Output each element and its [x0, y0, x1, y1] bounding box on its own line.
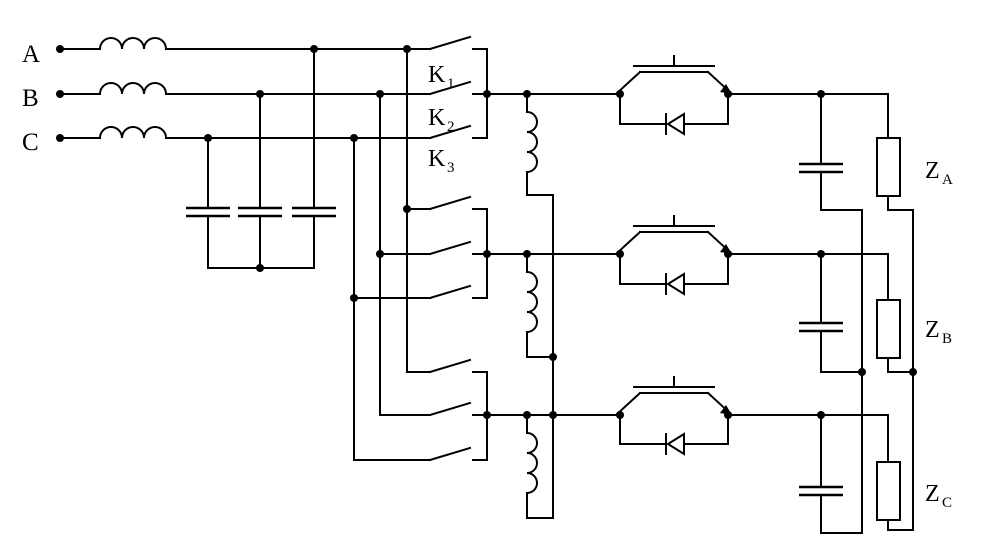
svg-text:Z: Z: [925, 158, 940, 184]
load-label-zc: Z C: [925, 481, 952, 511]
svg-text:B: B: [942, 331, 952, 347]
branch-1: [486, 55, 914, 534]
svg-text:Z: Z: [925, 481, 940, 507]
switch-group-3: [353, 358, 491, 462]
svg-text:K: K: [428, 62, 446, 88]
svg-text:3: 3: [447, 160, 455, 176]
load-label-za: Z A: [925, 158, 953, 188]
svg-text:C: C: [942, 495, 952, 511]
svg-text:2: 2: [447, 119, 455, 135]
switch-label-k3: K 3: [428, 146, 455, 176]
switch-label-k1: K 1: [428, 62, 455, 92]
branch-3: [486, 376, 914, 534]
phase-label-a: A: [22, 41, 40, 68]
branch-2: [486, 215, 917, 519]
input-filter-capacitors: [186, 45, 336, 272]
svg-text:1: 1: [447, 76, 455, 92]
phase-label-c: C: [22, 129, 39, 156]
load-label-zb: Z B: [925, 317, 952, 347]
distribution-buses: [350, 45, 411, 461]
phase-label-b: B: [22, 85, 39, 112]
svg-text:A: A: [942, 172, 953, 188]
svg-text:K: K: [428, 146, 446, 172]
svg-text:K: K: [428, 105, 446, 131]
svg-text:Z: Z: [925, 317, 940, 343]
switch-label-k2: K 2: [428, 105, 455, 135]
input-phase-lines: [56, 37, 431, 142]
switch-group-2: [353, 195, 491, 300]
